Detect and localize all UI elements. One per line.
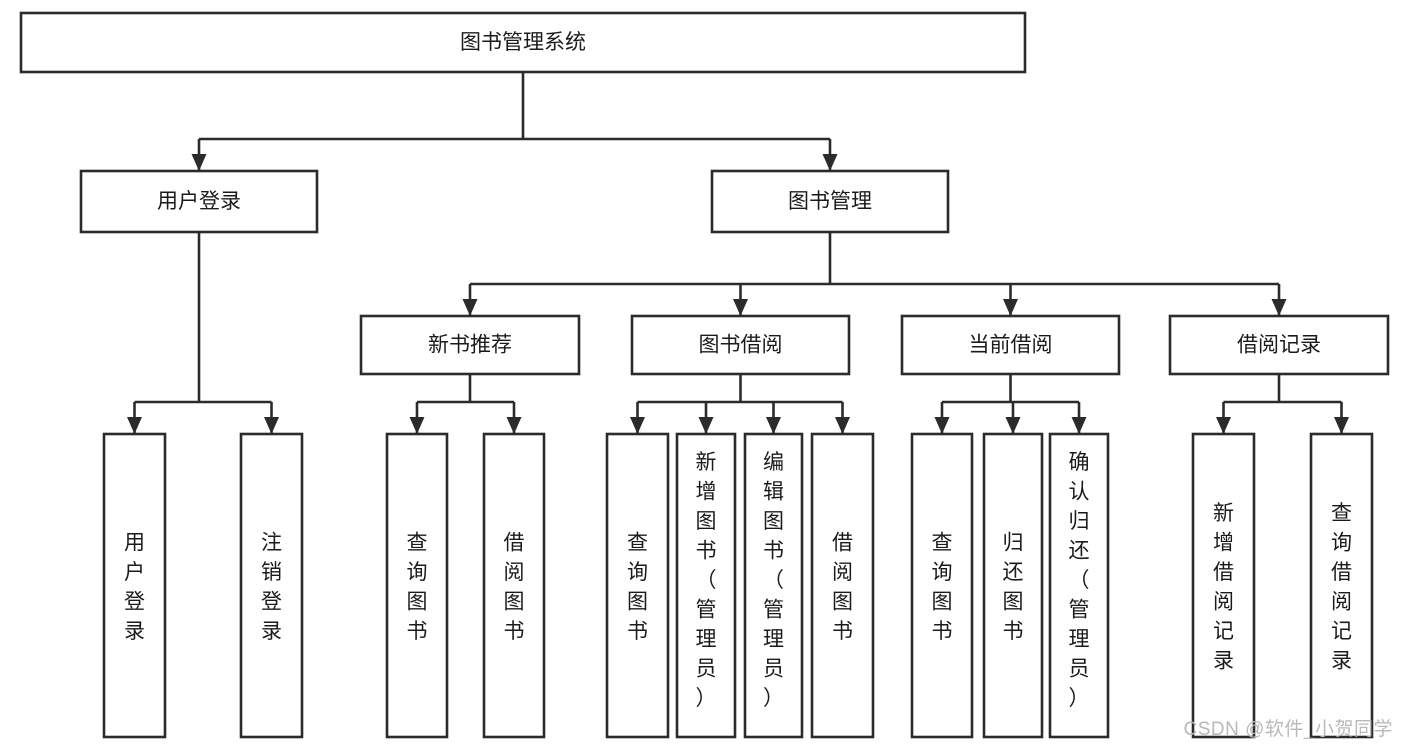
node-leaf-borrow-book-1[interactable]: 借阅图书: [482, 432, 546, 739]
connector-group: [127, 232, 279, 434]
node-box-leaf-logout[interactable]: [239, 432, 304, 739]
arrow-head-icon: [1071, 417, 1087, 434]
node-user-login[interactable]: 用户登录: [79, 169, 319, 234]
node-label-leaf-borrow-book-1: 借阅图书: [504, 532, 525, 644]
arrow-head-icon: [1216, 417, 1231, 434]
node-current-borrow[interactable]: 当前借阅: [900, 314, 1121, 376]
node-leaf-borrow-book-2[interactable]: 借阅图书: [810, 432, 875, 739]
node-label-leaf-query-book-3: 查询图书: [932, 532, 953, 644]
node-label-book-borrow: 图书借阅: [699, 334, 783, 357]
node-label-leaf-confirm-return: 确认归还（管理员）: [1069, 451, 1090, 710]
connector-group: [630, 374, 850, 434]
arrow-head-icon: [1005, 417, 1021, 434]
node-box-leaf-query-book-3[interactable]: [910, 432, 974, 739]
node-label-leaf-add-borrow-record: 新增借阅记录: [1213, 502, 1234, 673]
node-label-leaf-edit-book: 编辑图书（管理员）: [763, 451, 784, 710]
node-label-leaf-query-book-1: 查询图书: [407, 532, 428, 644]
node-label-borrow-record: 借阅记录: [1237, 334, 1321, 357]
node-borrow-record[interactable]: 借阅记录: [1168, 314, 1390, 376]
node-box-leaf-return-book[interactable]: [982, 432, 1044, 739]
node-book-borrow[interactable]: 图书借阅: [630, 314, 851, 376]
node-label-root: 图书管理系统: [460, 31, 586, 54]
node-box-leaf-query-book-2[interactable]: [605, 432, 670, 739]
watermark-label: CSDN @软件_小贺同学: [1183, 719, 1393, 740]
node-label-new-book-recommend: 新书推荐: [428, 334, 512, 357]
node-leaf-add-borrow-record[interactable]: 新增借阅记录: [1191, 432, 1256, 739]
node-label-leaf-query-book-2: 查询图书: [627, 532, 648, 644]
arrow-head-icon: [630, 417, 645, 434]
node-box-leaf-user-login[interactable]: [102, 432, 167, 739]
node-box-borrow-record[interactable]: [1168, 314, 1390, 376]
arrow-head-icon: [835, 417, 850, 434]
node-leaf-logout[interactable]: 注销登录: [239, 432, 304, 739]
connector-group: [409, 374, 522, 434]
arrow-head-icon: [1334, 417, 1349, 434]
node-box-leaf-edit-book[interactable]: [743, 432, 804, 739]
connector-group: [191, 72, 838, 171]
node-label-leaf-query-borrow-record: 查询借阅记录: [1331, 502, 1352, 673]
node-label-book-management: 图书管理: [788, 190, 872, 213]
node-box-user-login[interactable]: [79, 169, 319, 234]
node-leaf-query-book-1[interactable]: 查询图书: [385, 432, 449, 739]
connector-group: [934, 374, 1087, 434]
node-label-leaf-add-book: 新增图书（管理员）: [696, 451, 717, 710]
arrow-head-icon: [409, 417, 425, 434]
node-new-book-recommend[interactable]: 新书推荐: [359, 314, 581, 376]
node-box-leaf-borrow-book-2[interactable]: [810, 432, 875, 739]
arrow-head-icon: [127, 417, 142, 434]
node-box-current-borrow[interactable]: [900, 314, 1121, 376]
arrow-head-icon: [506, 417, 522, 434]
node-box-book-borrow[interactable]: [630, 314, 851, 376]
arrow-head-icon: [1271, 299, 1287, 316]
node-leaf-add-book[interactable]: 新增图书（管理员）: [675, 432, 737, 739]
node-leaf-query-borrow-record[interactable]: 查询借阅记录: [1309, 432, 1374, 739]
node-label-leaf-user-login: 用户登录: [124, 532, 145, 644]
node-leaf-query-book-3[interactable]: 查询图书: [910, 432, 974, 739]
connector-group: [462, 232, 1287, 316]
node-leaf-confirm-return[interactable]: 确认归还（管理员）: [1048, 432, 1110, 739]
arrow-head-icon: [733, 299, 748, 316]
arrow-head-icon: [698, 417, 714, 434]
arrow-head-icon: [934, 417, 950, 434]
node-box-leaf-confirm-return[interactable]: [1048, 432, 1110, 739]
node-book-management[interactable]: 图书管理: [710, 169, 950, 234]
connector-group: [1216, 374, 1349, 434]
node-box-root[interactable]: [19, 11, 1027, 74]
node-leaf-user-login[interactable]: 用户登录: [102, 432, 167, 739]
node-box-leaf-add-borrow-record[interactable]: [1191, 432, 1256, 739]
node-label-leaf-logout: 注销登录: [261, 532, 282, 644]
arrow-head-icon: [822, 154, 838, 171]
node-leaf-return-book[interactable]: 归还图书: [982, 432, 1044, 739]
arrow-head-icon: [766, 417, 781, 434]
node-leaf-query-book-2[interactable]: 查询图书: [605, 432, 670, 739]
node-box-leaf-borrow-book-1[interactable]: [482, 432, 546, 739]
node-box-new-book-recommend[interactable]: [359, 314, 581, 376]
node-box-leaf-add-book[interactable]: [675, 432, 737, 739]
arrow-head-icon: [462, 299, 478, 316]
node-leaf-edit-book[interactable]: 编辑图书（管理员）: [743, 432, 804, 739]
node-box-book-management[interactable]: [710, 169, 950, 234]
node-label-current-borrow: 当前借阅: [969, 334, 1053, 357]
node-label-leaf-return-book: 归还图书: [1003, 532, 1024, 644]
arrow-head-icon: [1003, 299, 1018, 316]
arrow-head-icon: [264, 417, 279, 434]
node-root[interactable]: 图书管理系统: [19, 11, 1027, 74]
node-box-leaf-query-borrow-record[interactable]: [1309, 432, 1374, 739]
arrow-head-icon: [191, 154, 207, 171]
node-label-leaf-borrow-book-2: 借阅图书: [832, 532, 853, 644]
node-label-user-login: 用户登录: [157, 190, 241, 213]
node-box-leaf-query-book-1[interactable]: [385, 432, 449, 739]
